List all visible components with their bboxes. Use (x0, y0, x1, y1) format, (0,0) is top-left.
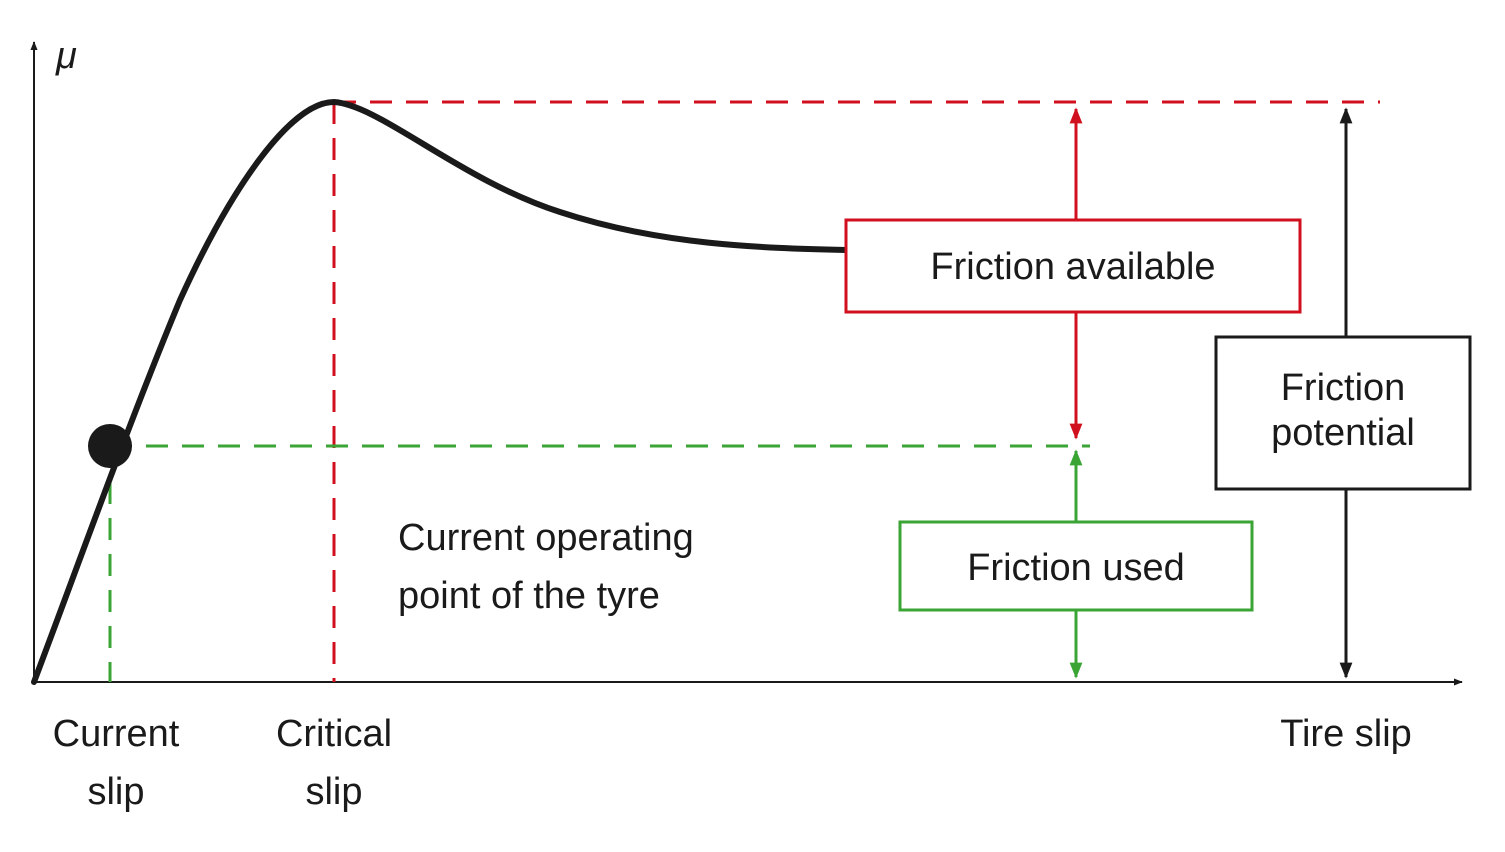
friction-potential-label-line2: potential (1271, 412, 1415, 454)
operating-point-label-line1: Current operating (398, 517, 694, 559)
friction-used-box (898, 520, 1254, 612)
friction-used-label: Friction used (967, 547, 1185, 589)
friction-available-box (844, 218, 1302, 314)
critical-slip-label-line2: slip (305, 771, 362, 813)
current-slip-label-line2: slip (87, 771, 144, 813)
friction-available-label: Friction available (930, 246, 1215, 288)
friction-potential-box (1214, 335, 1472, 491)
current-slip-label-line1: Current (53, 713, 180, 755)
operating-point-label-line2: point of the tyre (398, 575, 660, 617)
operating-point-marker (88, 424, 132, 468)
friction-potential-label-line1: Friction (1281, 367, 1406, 409)
x-axis-label: Tire slip (1280, 713, 1412, 755)
y-axis-label: μ (55, 35, 77, 77)
critical-slip-label-line1: Critical (276, 713, 392, 755)
